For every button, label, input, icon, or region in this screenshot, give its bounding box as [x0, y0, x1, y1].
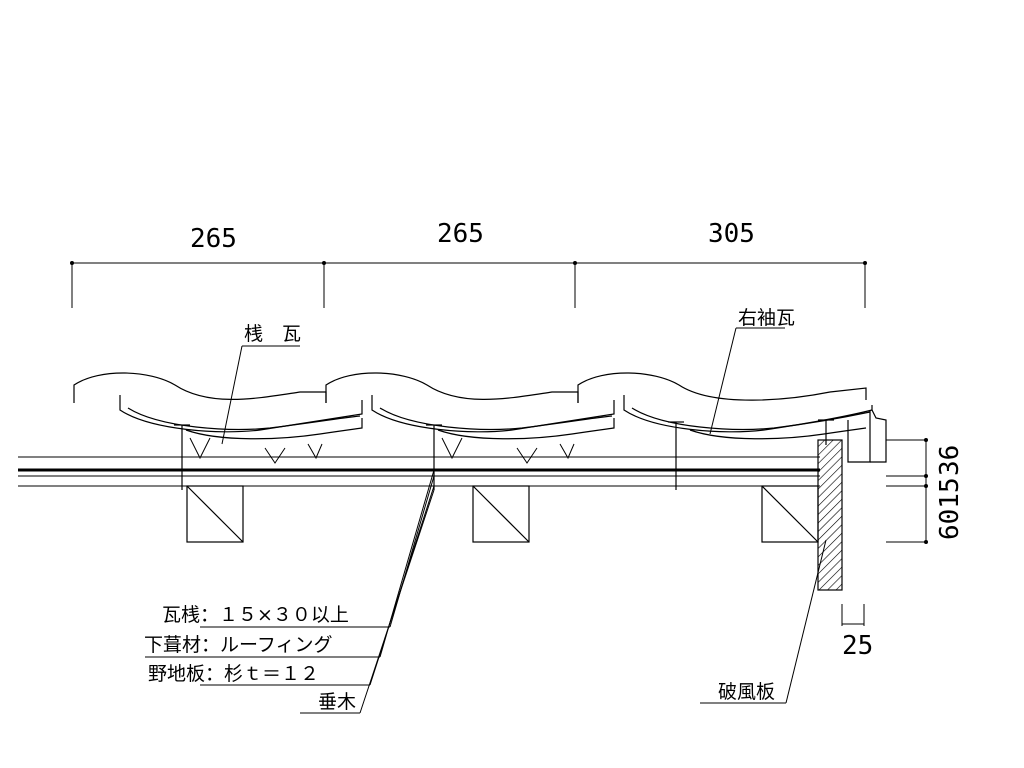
barge-board: [817, 439, 843, 591]
label-sheathing-board: 野地板：杉ｔ＝１２: [148, 663, 319, 685]
rafter-sections: [186, 485, 819, 543]
dimension-bottom: 25: [842, 631, 873, 661]
bottom-dimension-line: [841, 604, 865, 626]
label-rafter: 垂木: [318, 691, 356, 713]
right-sleeve-tile: [577, 372, 887, 463]
dimension-right-2: 6015: [935, 477, 965, 540]
tile-battens-and-nails: [174, 419, 834, 490]
roof-tile-2: [325, 372, 615, 464]
roof-tile-1: [73, 372, 363, 464]
label-tile-batten: 瓦桟：１５×３０以上: [162, 604, 349, 626]
dimension-top-1: 265: [190, 224, 237, 254]
roof-deck-layers: [18, 456, 820, 487]
top-dimension-line: [70, 261, 867, 308]
label-barge-board: 破風板: [718, 681, 775, 703]
dimension-right-1: 36: [935, 445, 965, 476]
label-underlayment: 下葺材：ルーフィング: [144, 634, 332, 656]
leader-lines: [145, 327, 827, 714]
label-right-sleeve-tile: 右袖瓦: [738, 307, 795, 329]
right-dimension-line: [886, 438, 928, 544]
label-sangawara: 桟 瓦: [244, 323, 301, 345]
dimension-top-2: 265: [437, 219, 484, 249]
dimension-top-3: 305: [708, 219, 755, 249]
